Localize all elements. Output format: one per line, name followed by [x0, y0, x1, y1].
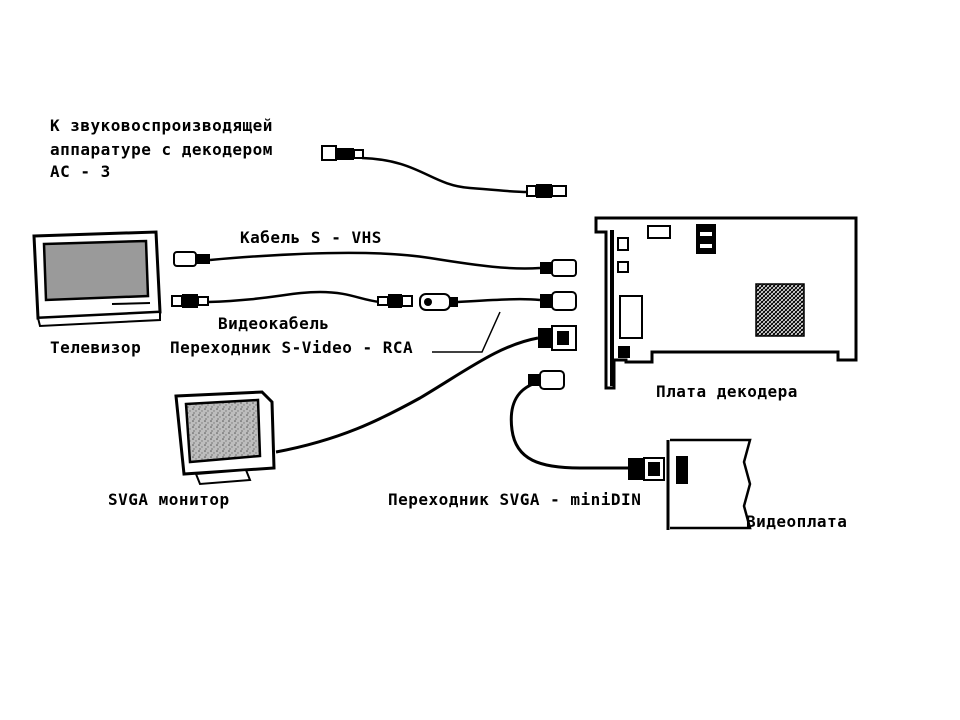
video-card-label: Видеоплата	[746, 512, 848, 531]
audio-equipment-label-line-2: аппаратуре с декодером	[50, 140, 273, 159]
svga-mini-din-adapter-label: Переходник SVGA - miniDIN	[388, 490, 642, 509]
svhs-cable-label: Кабель S - VHS	[240, 228, 382, 247]
audio-plug-left	[321, 145, 364, 161]
rca-plug-right	[377, 294, 413, 308]
svga-monitor-label: SVGA монитор	[108, 490, 230, 509]
audio-plug-right	[526, 184, 567, 198]
svideo-rca-adapter-label: Переходник S-Video - RCA	[170, 338, 414, 357]
svhs-plug-right	[540, 259, 577, 277]
rca-plug-left	[171, 294, 209, 308]
svga-monitor-drawing	[174, 390, 276, 486]
video-card-drawing	[666, 438, 752, 530]
video-cable-label: Видеокабель	[218, 314, 330, 333]
svideo-rca-adapter-drawing	[419, 291, 577, 353]
svhs-cable	[173, 251, 577, 277]
tv-label: Телевизор	[50, 338, 142, 357]
svhs-plug-left	[173, 251, 210, 267]
audio-equipment-label-line-3: AC - 3	[50, 162, 111, 181]
svga-mini-din-adapter-drawing	[509, 370, 665, 481]
video-cable	[171, 290, 413, 308]
audio-equipment-label-line-1: К звуковоспроизводящей	[50, 116, 273, 135]
svga-plug	[538, 325, 577, 351]
tv-drawing	[32, 230, 162, 328]
svga-monitor-cable	[275, 325, 577, 454]
audio-cable	[321, 145, 567, 198]
decoder-board-drawing	[594, 216, 858, 390]
decoder-board-label: Плата декодера	[656, 382, 798, 401]
